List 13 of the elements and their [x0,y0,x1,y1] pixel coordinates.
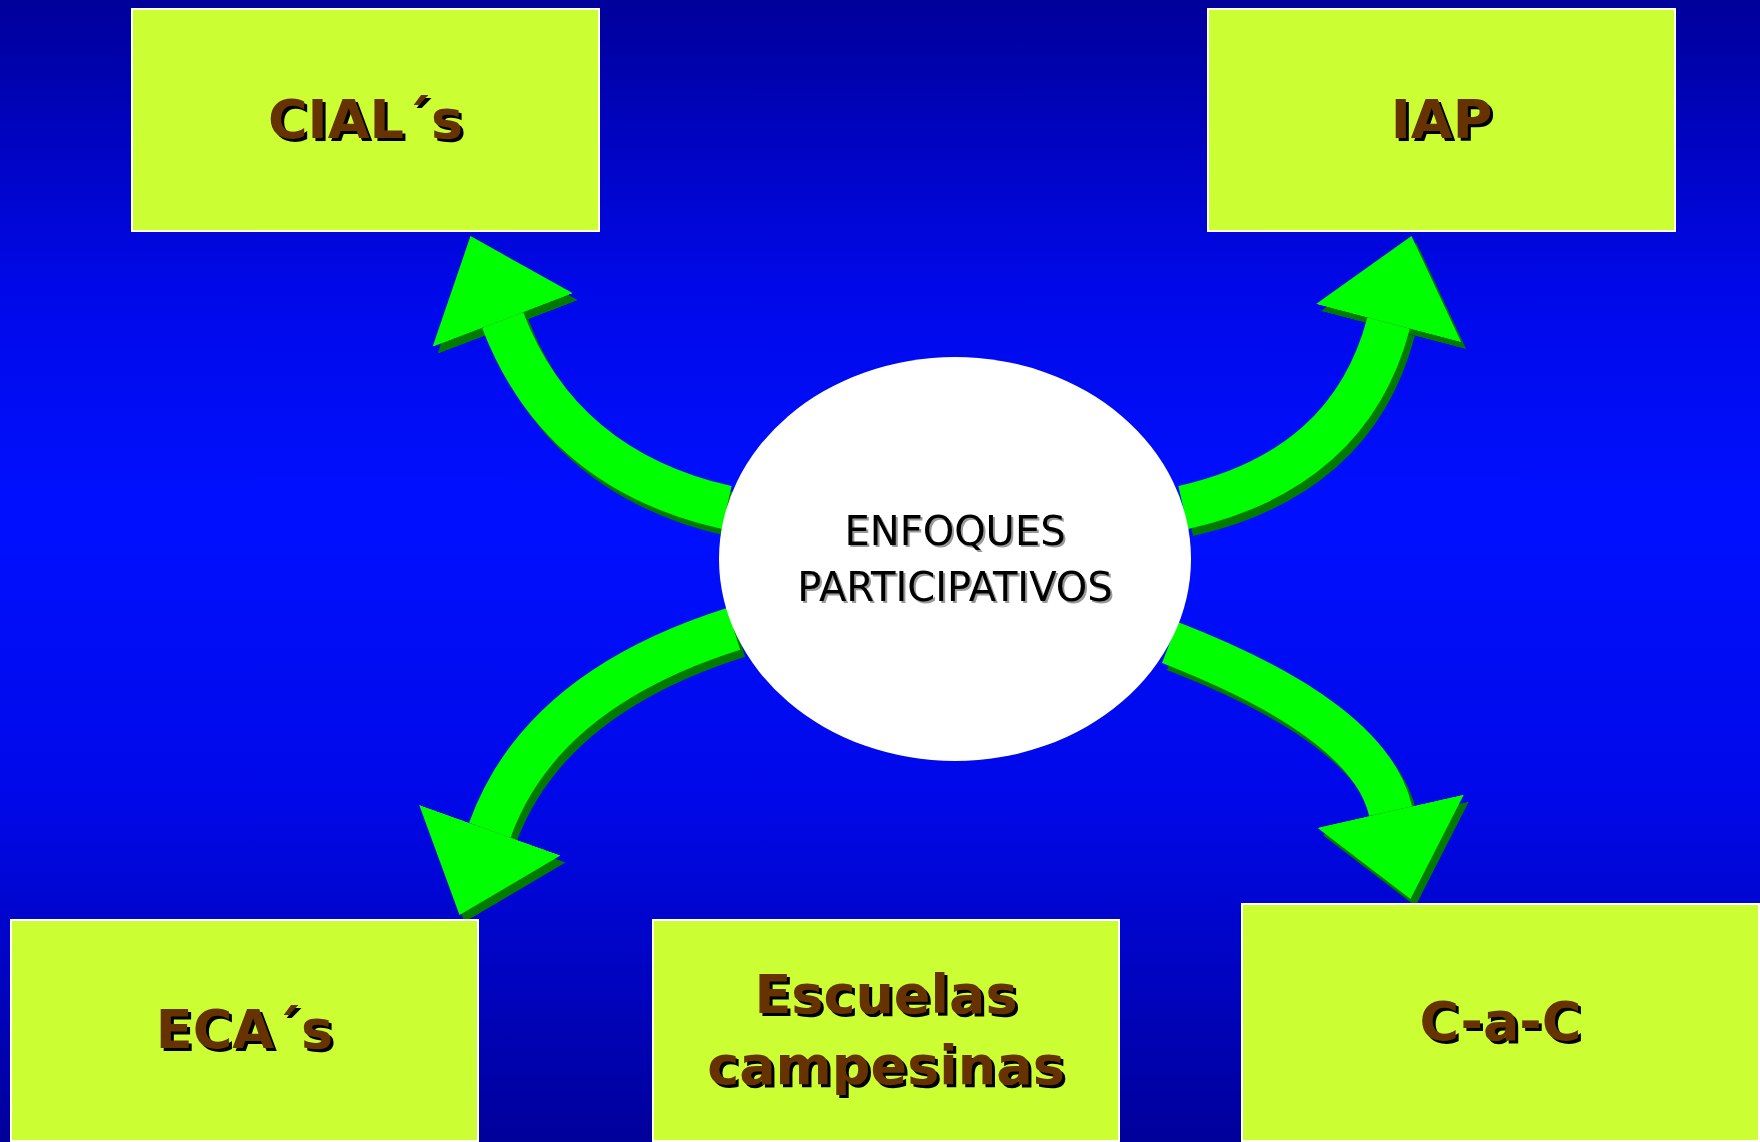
node-label: CIAL´s [267,86,464,153]
curved-arrow [420,608,741,914]
concept-box [131,8,600,232]
concept-box [652,919,1120,1142]
node-label: Escuelas campesinas [706,962,1066,1099]
node-label: IAP [1390,86,1493,153]
concept-box [1207,8,1676,232]
concept-box [10,919,479,1142]
node-label: C-a-C [1419,989,1582,1056]
curved-arrow [1161,622,1463,898]
concept-box [1241,903,1760,1142]
node-label: ENFOQUES PARTICIPATIVOS [796,507,1114,612]
node-label: ECA´s [155,997,334,1064]
